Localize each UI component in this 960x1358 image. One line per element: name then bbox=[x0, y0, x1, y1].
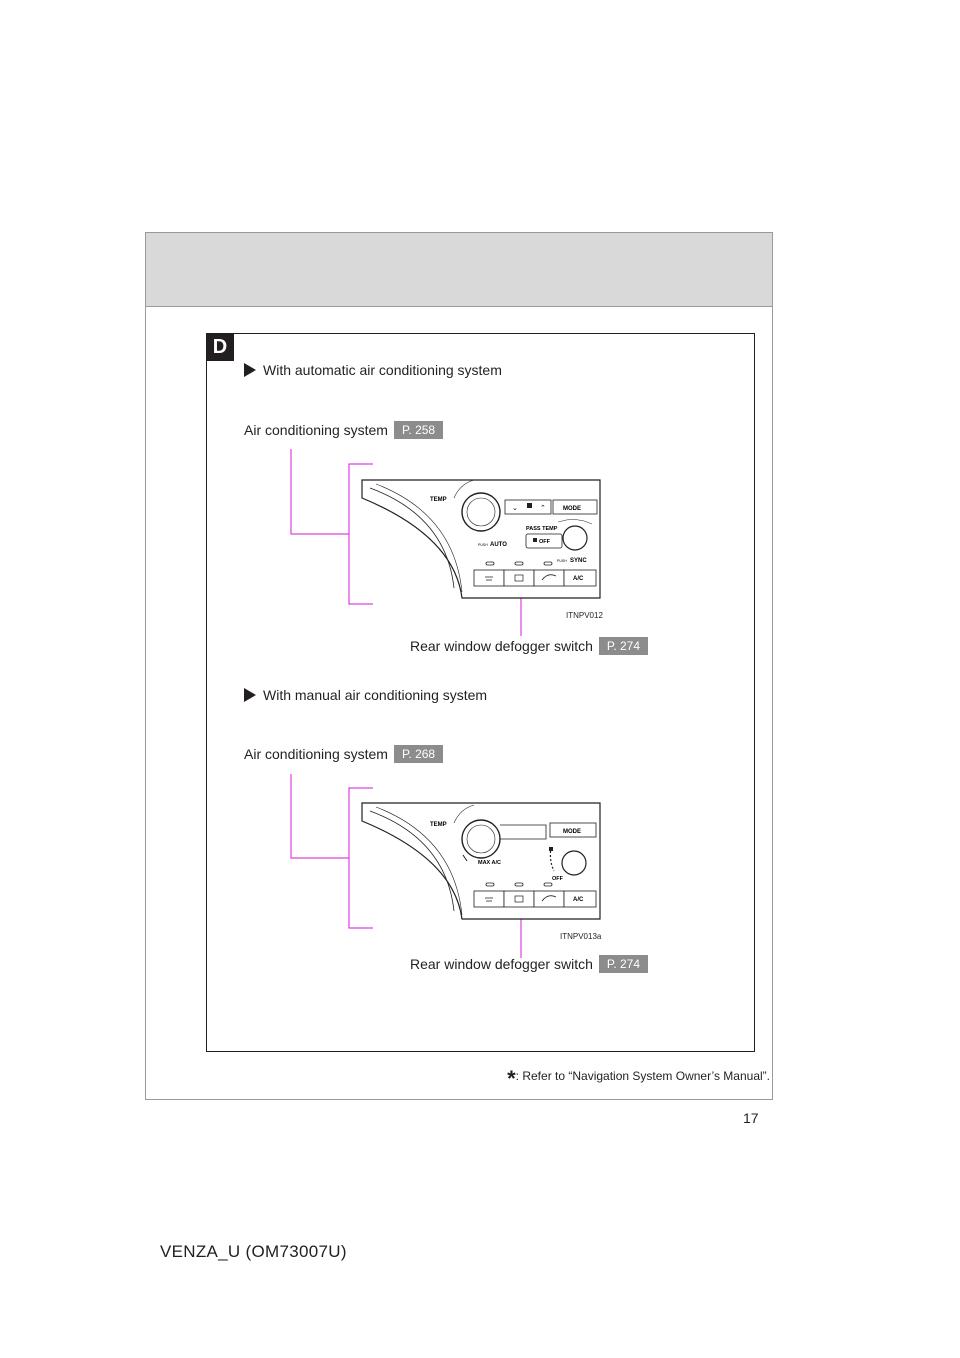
auto-panel-ac-label: A/C bbox=[573, 576, 584, 582]
triangle-bullet-icon bbox=[244, 688, 256, 702]
manual-defog-label: Rear window defogger switch bbox=[410, 956, 593, 972]
auto-climate-panel-illustration: TEMP ⌄ ⌃ MODE PASS TEMP OFF PUSH AUTO PU… bbox=[361, 479, 601, 599]
page-number: 17 bbox=[743, 1110, 759, 1126]
auto-ac-label: Air conditioning system bbox=[244, 422, 388, 438]
manual-heading: With manual air conditioning system bbox=[244, 687, 487, 703]
manual-climate-panel-illustration: TEMP MODE MAX A/C OFF A/C bbox=[361, 802, 601, 920]
auto-panel-mode-label: MODE bbox=[563, 506, 581, 512]
svg-text:⌃: ⌃ bbox=[540, 504, 546, 512]
auto-ac-leader-line bbox=[290, 449, 349, 535]
manual-panel-off-label: OFF bbox=[552, 876, 564, 882]
manual-heading-text: With manual air conditioning system bbox=[263, 687, 488, 703]
manual-defog-page-ref[interactable]: P. 274 bbox=[598, 955, 649, 973]
footnote-star: * bbox=[507, 1066, 516, 1091]
auto-defog-page-ref[interactable]: P. 274 bbox=[598, 637, 649, 655]
document-code: VENZA_U (OM73007U) bbox=[160, 1242, 347, 1261]
manual-defog-callout: Rear window defogger switch P. 274 bbox=[410, 955, 649, 973]
auto-defog-callout: Rear window defogger switch P. 274 bbox=[410, 637, 649, 655]
auto-panel-temp-label: TEMP bbox=[430, 497, 447, 503]
manual-ac-callout: Air conditioning system P. 268 bbox=[244, 745, 444, 763]
page-frame: D bbox=[145, 232, 773, 1100]
manual-panel-mode-label: MODE bbox=[563, 829, 581, 835]
manual-panel-temp-label: TEMP bbox=[430, 822, 447, 828]
manual-panel-code: ITNPV013a bbox=[560, 932, 602, 941]
footnote: *: Refer to “Navigation System Owner’s M… bbox=[507, 1066, 770, 1092]
auto-ac-bracket bbox=[348, 463, 373, 605]
header-band bbox=[146, 233, 772, 307]
auto-panel-off-label: OFF bbox=[539, 539, 551, 545]
auto-ac-page-ref[interactable]: P. 258 bbox=[393, 421, 444, 439]
manual-panel-ac-label: A/C bbox=[573, 897, 584, 903]
auto-panel-push-label: PUSH bbox=[478, 543, 488, 547]
manual-ac-page-ref[interactable]: P. 268 bbox=[393, 745, 444, 763]
auto-defog-label: Rear window defogger switch bbox=[410, 638, 593, 654]
svg-text:⌄: ⌄ bbox=[512, 505, 518, 512]
triangle-bullet-icon bbox=[244, 363, 256, 377]
auto-panel-code: ITNPV012 bbox=[566, 611, 603, 620]
auto-panel-sync-label: SYNC bbox=[570, 558, 587, 564]
manual-ac-bracket bbox=[348, 787, 373, 929]
manual-panel-max-ac-label: MAX A/C bbox=[478, 860, 501, 866]
auto-panel-push-sync-small: PUSH bbox=[557, 559, 567, 563]
manual-ac-label: Air conditioning system bbox=[244, 746, 388, 762]
auto-panel-pass-temp-label: PASS TEMP bbox=[526, 526, 558, 532]
section-box: D bbox=[206, 333, 755, 1052]
auto-heading: With automatic air conditioning system bbox=[244, 362, 502, 378]
auto-heading-text: With automatic air conditioning system bbox=[263, 362, 502, 378]
auto-panel-auto-label: AUTO bbox=[490, 542, 507, 548]
footnote-text: : Refer to “Navigation System Owner’s Ma… bbox=[515, 1069, 770, 1083]
manual-ac-leader-line bbox=[290, 774, 349, 859]
auto-ac-callout: Air conditioning system P. 258 bbox=[244, 421, 444, 439]
section-tab: D bbox=[206, 333, 234, 361]
